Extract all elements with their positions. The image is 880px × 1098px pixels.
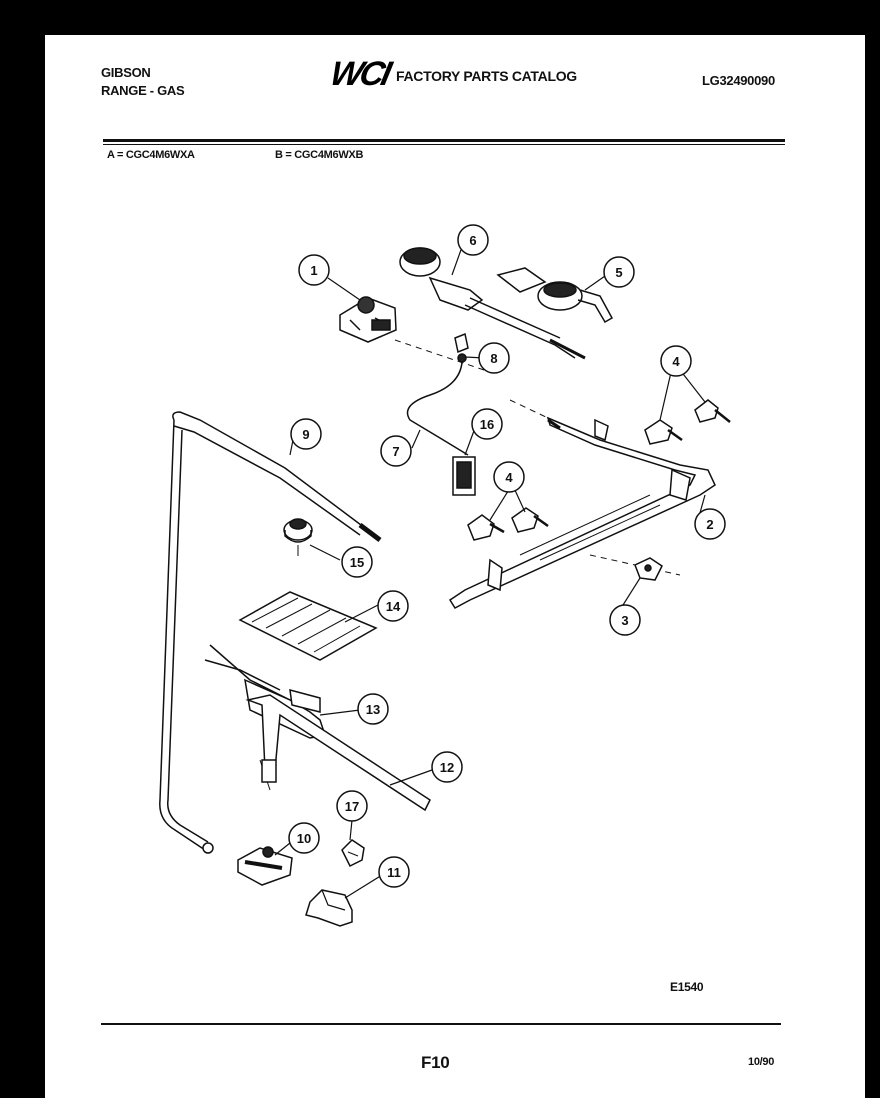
- part-5-burner: [496, 267, 614, 324]
- callout-11-circle: [378, 856, 410, 888]
- callout-6: 6: [469, 233, 476, 248]
- callout-17-circle: [336, 790, 368, 822]
- callout-5-circle: [603, 256, 635, 288]
- revision-date: 10/90: [748, 1056, 775, 1068]
- callout-9: 9: [302, 427, 309, 442]
- brand-name: GIBSON: [101, 65, 151, 80]
- callout-9-circle: [290, 418, 322, 450]
- part-9-gas-tube: [159, 411, 382, 854]
- callout-10: 10: [297, 831, 311, 846]
- model-a: A = CGC4M6WXA: [107, 149, 195, 161]
- exploded-parts-diagram: 1 2 3 4 4 5 6 7 8 9 10 11 12: [159, 224, 731, 927]
- callout-4a-circle: [660, 345, 692, 377]
- callout-1: 1: [310, 263, 317, 278]
- callout-4a: 4: [672, 354, 680, 369]
- callout-6-circle: [457, 224, 489, 256]
- callout-7-circle: [380, 435, 412, 467]
- callout-4b: 4: [505, 470, 513, 485]
- part-17-clip: [341, 839, 365, 868]
- callout-15-circle: [341, 546, 373, 578]
- part-1-valve: [339, 296, 397, 343]
- leader-lines: [274, 246, 706, 899]
- part-4-valves-upper: [644, 399, 731, 445]
- callout-10-circle: [288, 822, 320, 854]
- header-rule: [103, 139, 785, 142]
- product-type: RANGE - GAS: [101, 83, 185, 98]
- part-15-orifice: [283, 518, 313, 556]
- catalog-number: LG32490090: [702, 73, 775, 88]
- callouts: 1 2 3 4 4 5 6 7 8 9 10 11 12: [288, 224, 726, 888]
- part-12-bracket: [245, 694, 431, 812]
- part-7-tubing: [406, 361, 469, 456]
- callout-17: 17: [345, 799, 359, 814]
- part-8-fitting: [454, 332, 469, 363]
- callout-13-circle: [357, 693, 389, 725]
- header-rule-thin: [103, 144, 785, 145]
- part-14-baffle: [238, 591, 378, 661]
- callout-11: 11: [387, 865, 401, 880]
- footer-rule: [101, 1023, 781, 1025]
- part-11-bracket: [305, 889, 353, 927]
- callout-3-circle: [609, 604, 641, 636]
- callout-7: 7: [392, 444, 399, 459]
- callout-12-circle: [431, 751, 463, 783]
- model-b: B = CGC4M6WXB: [275, 149, 364, 161]
- callout-8: 8: [490, 351, 497, 366]
- callout-16: 16: [480, 417, 494, 432]
- callout-1-circle: [298, 254, 330, 286]
- callout-8-circle: [478, 342, 510, 374]
- part-6-burner: [399, 247, 586, 360]
- callout-3: 3: [621, 613, 628, 628]
- part-16-module: [452, 456, 476, 496]
- callout-14-circle: [377, 590, 409, 622]
- callout-13: 13: [366, 702, 380, 717]
- catalog-title: FACTORY PARTS CATALOG: [396, 68, 577, 84]
- callout-2-circle: [694, 508, 726, 540]
- catalog-page: GIBSON RANGE - GAS WCI FACTORY PARTS CAT…: [45, 35, 865, 1098]
- page-number: F10: [421, 1053, 450, 1072]
- callout-4b-circle: [493, 461, 525, 493]
- callout-16-circle: [471, 408, 503, 440]
- callout-2: 2: [706, 517, 713, 532]
- callout-12: 12: [440, 760, 454, 775]
- part-10-holder: [237, 846, 293, 886]
- callout-14: 14: [386, 599, 401, 614]
- part-2-manifold: [448, 416, 716, 609]
- part-3-clip: [634, 557, 663, 581]
- callout-15: 15: [350, 555, 364, 570]
- callout-5: 5: [615, 265, 622, 280]
- part-4-valves-lower: [467, 507, 549, 541]
- diagram-code: E1540: [670, 980, 704, 994]
